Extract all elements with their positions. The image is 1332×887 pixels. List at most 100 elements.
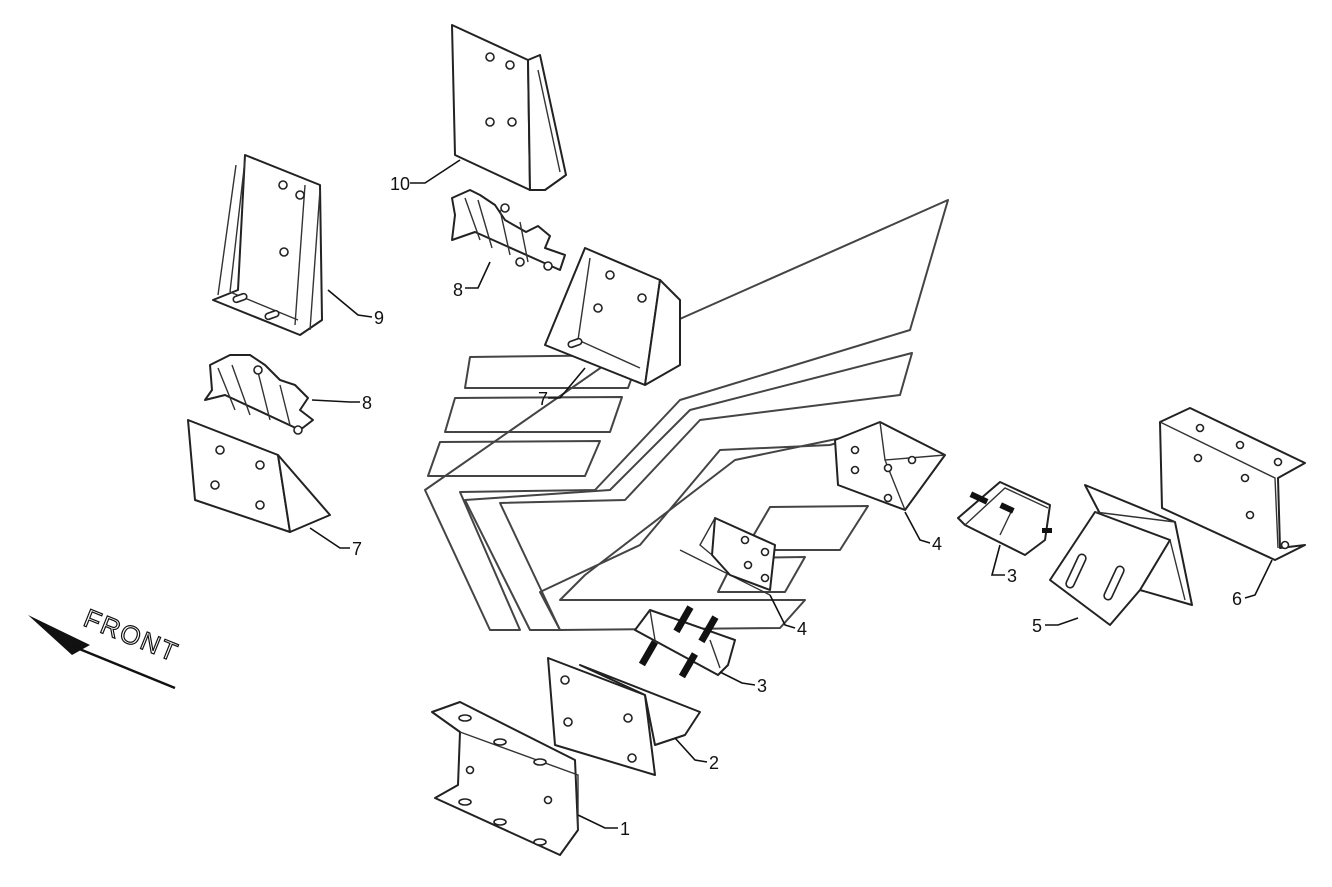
callout-10: 10 — [390, 174, 410, 194]
front-arrow-icon — [28, 615, 90, 655]
callout-leader-1 — [577, 814, 618, 829]
part-6-hole — [1280, 540, 1290, 550]
frame-rail-outer — [424, 199, 949, 631]
callout-3b: 3 — [757, 676, 767, 696]
part-8-lower-hole — [293, 425, 303, 435]
part-7-upper-gusset — [644, 279, 681, 386]
part-4-center-body — [711, 517, 776, 591]
part-8-mount-upper — [451, 189, 566, 271]
part-4-right-hole — [850, 465, 860, 475]
callout-leader-3b — [719, 671, 756, 686]
part-1-hole — [465, 765, 475, 775]
part-8-mount-lower — [204, 354, 314, 435]
callout-1: 1 — [620, 819, 630, 839]
part-4-center-hole — [760, 547, 770, 557]
callout-leader-4b — [769, 594, 796, 629]
callout-leader-6 — [1244, 559, 1273, 599]
part-3-center-edges — [649, 609, 721, 669]
part-10-bracket — [451, 24, 567, 191]
callout-leader-5 — [1045, 617, 1079, 626]
part-4-right-hole — [850, 445, 860, 455]
part-3-mount-right — [957, 481, 1052, 556]
part-8-hole — [500, 203, 510, 213]
part-7-lower-plate — [187, 419, 291, 533]
callout-7b: 7 — [538, 389, 548, 409]
part-1-hole — [458, 714, 472, 722]
front-arrow-shaft — [71, 644, 176, 690]
frame-rail-middle — [464, 352, 913, 631]
part-10-hole — [505, 60, 515, 70]
callout-9: 9 — [374, 308, 384, 328]
part-6-hole — [1195, 423, 1205, 433]
part-5-slot — [1065, 553, 1087, 589]
part-3-center-stud — [678, 652, 698, 679]
part-7-bracket-lower — [187, 419, 331, 533]
part-4-center-hole — [760, 573, 770, 583]
part-6-bracket — [1159, 407, 1306, 561]
part-4-right-hole — [883, 493, 893, 503]
part-5-slot — [1103, 565, 1125, 601]
part-8-ribs — [464, 197, 529, 263]
part-5-bracket — [1049, 484, 1193, 626]
part-2-flange — [579, 664, 701, 746]
part-7-lower-gusset — [277, 454, 331, 533]
part-2-hole — [563, 717, 573, 727]
callout-leader-8b — [311, 399, 360, 403]
part-6-hole — [1235, 440, 1245, 450]
part-9-body — [212, 154, 323, 336]
part-3-center-stud — [638, 640, 658, 667]
part-4-bracket-right — [834, 421, 946, 511]
front-label: FRONT — [80, 603, 184, 668]
part-9-bracket — [212, 154, 323, 336]
crossmember-2 — [444, 396, 623, 433]
part-3-center-stud — [698, 615, 719, 644]
part-4-center-edge — [699, 517, 716, 556]
frame-rail-inner — [539, 429, 881, 631]
part-6-hole — [1245, 510, 1255, 520]
part-7-lower-hole — [255, 460, 265, 470]
part-9-slot — [264, 309, 280, 321]
part-4-right-hole — [907, 455, 917, 465]
part-1-hole — [533, 838, 547, 846]
part-4-center-hole — [740, 535, 750, 545]
part-5-front-plate — [1049, 511, 1171, 626]
part-9-hole — [278, 180, 288, 190]
part-3-right-edges — [964, 487, 1049, 536]
part-3-center-body — [634, 609, 736, 676]
part-6-hole — [1240, 473, 1250, 483]
part-1-hole — [458, 798, 472, 806]
part-7-upper-slot — [567, 337, 583, 349]
part-7-lower-hole — [255, 500, 265, 510]
callout-4b: 4 — [797, 619, 807, 639]
part-1-hole — [533, 758, 547, 766]
callout-2: 2 — [709, 753, 719, 773]
part-10-gusset-edge — [537, 69, 561, 173]
part-1-bracket — [431, 701, 579, 856]
frame-tie-line — [679, 549, 771, 596]
part-7-upper-hole — [593, 303, 603, 313]
part-4-bracket-center — [699, 517, 776, 591]
part-9-slot — [232, 292, 248, 304]
callout-5: 5 — [1032, 616, 1042, 636]
front-direction-indicator: FRONT — [28, 602, 184, 690]
part-3-center-stud — [673, 605, 694, 634]
callout-leader-2 — [674, 737, 708, 763]
part-9-flanges — [217, 159, 321, 331]
part-9-hole — [279, 247, 289, 257]
callout-7a: 7 — [352, 539, 362, 559]
callout-leader-7a — [309, 527, 350, 549]
callout-leader-4a — [904, 511, 931, 544]
part-3-mount-center — [634, 605, 736, 679]
part-10-gusset — [527, 54, 567, 191]
callout-leader-8a — [465, 261, 491, 289]
part-3-right-stud — [1042, 528, 1052, 533]
part-3-right-stud — [969, 491, 989, 505]
part-7-lower-hole — [210, 480, 220, 490]
part-1-bend — [459, 731, 579, 830]
callout-leader-10 — [410, 159, 461, 184]
part-7-upper-hole — [637, 293, 647, 303]
callout-leader-9 — [327, 289, 373, 318]
part-1-hole — [493, 738, 507, 746]
